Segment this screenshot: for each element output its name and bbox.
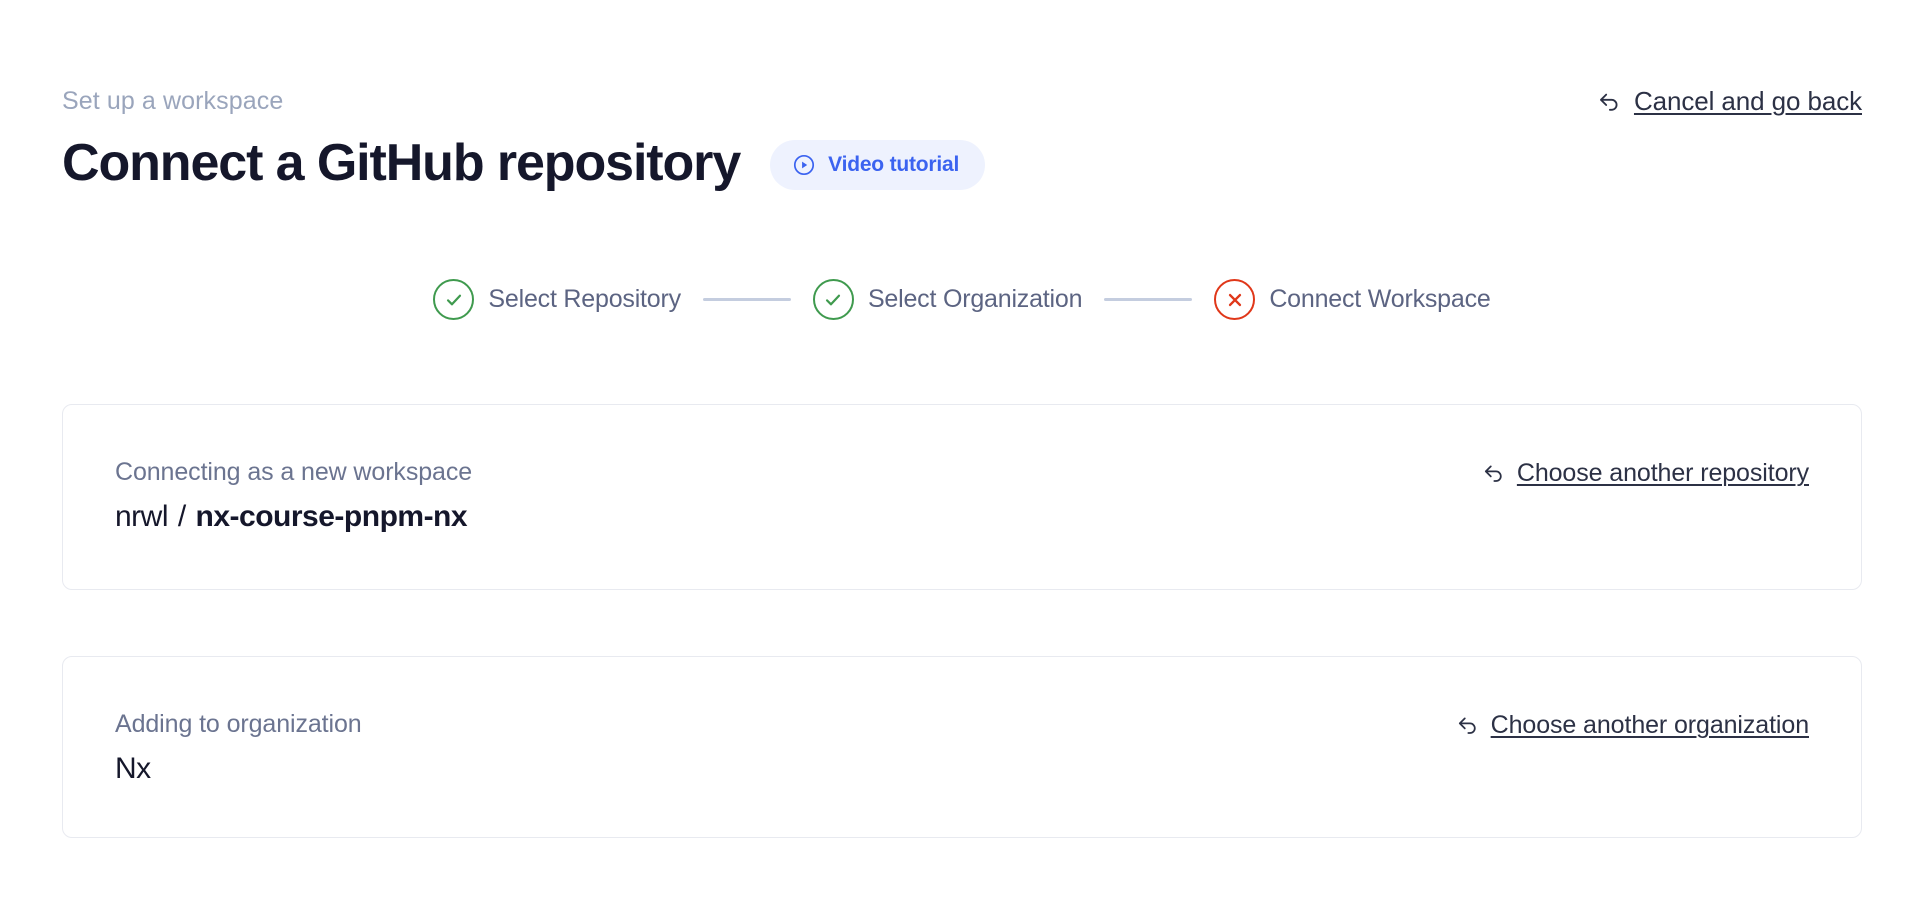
stepper-label-connect-workspace: Connect Workspace	[1269, 285, 1491, 314]
repository-card-caption: Connecting as a new workspace	[115, 458, 473, 487]
organization-card-row: Adding to organization Nx Choose another…	[115, 709, 1809, 787]
page-header: Set up a workspace Connect a GitHub repo…	[62, 0, 1862, 192]
stepper-connector-2	[1104, 298, 1193, 302]
choose-another-organization-label: Choose another organization	[1490, 711, 1809, 740]
repository-full-name: nrwl / nx-course-pnpm-nx	[115, 499, 472, 535]
stepper-connector-1	[702, 298, 791, 302]
back-arrow-icon	[1481, 461, 1506, 486]
choose-another-repository-link[interactable]: Choose another repository	[1481, 459, 1809, 488]
repository-name: nx-course-pnpm-nx	[195, 500, 468, 534]
back-arrow-icon	[1596, 89, 1622, 115]
breadcrumb-eyebrow: Set up a workspace	[62, 87, 284, 115]
organization-card: Adding to organization Nx Choose another…	[62, 656, 1862, 839]
x-circle-icon	[1214, 279, 1256, 321]
organization-card-content: Adding to organization Nx	[115, 709, 362, 787]
check-circle-icon	[433, 279, 475, 321]
repository-card: Connecting as a new workspace nrwl / nx-…	[62, 404, 1862, 591]
stepper-step-connect-workspace[interactable]: Connect Workspace	[1214, 279, 1491, 321]
repository-card-content: Connecting as a new workspace nrwl / nx-…	[115, 457, 472, 535]
progress-stepper: Select Repository Select Organization Co…	[62, 279, 1862, 321]
repository-name-separator: /	[177, 500, 186, 534]
stepper-step-select-repository[interactable]: Select Repository	[433, 279, 681, 321]
page-title: Connect a GitHub repository	[62, 134, 741, 192]
organization-name: Nx	[115, 752, 151, 786]
repository-card-row: Connecting as a new workspace nrwl / nx-…	[115, 457, 1809, 535]
stepper-label-select-repository: Select Repository	[488, 285, 681, 314]
cancel-and-go-back-label: Cancel and go back	[1633, 86, 1862, 116]
cancel-and-go-back-link[interactable]: Cancel and go back	[1596, 86, 1862, 117]
choose-another-repository-label: Choose another repository	[1516, 459, 1809, 488]
video-tutorial-button[interactable]: Video tutorial	[770, 140, 986, 191]
video-tutorial-label: Video tutorial	[828, 153, 960, 177]
back-arrow-icon	[1455, 713, 1480, 738]
stepper-label-select-organization: Select Organization	[867, 285, 1083, 314]
repository-owner: nrwl	[115, 500, 169, 534]
choose-another-organization-link[interactable]: Choose another organization	[1455, 711, 1809, 740]
play-circle-icon	[792, 153, 816, 177]
check-circle-icon	[812, 279, 854, 321]
stepper-step-select-organization[interactable]: Select Organization	[812, 279, 1083, 321]
title-row: Connect a GitHub repository Video tutori…	[62, 134, 1862, 192]
organization-card-caption: Adding to organization	[115, 710, 362, 739]
